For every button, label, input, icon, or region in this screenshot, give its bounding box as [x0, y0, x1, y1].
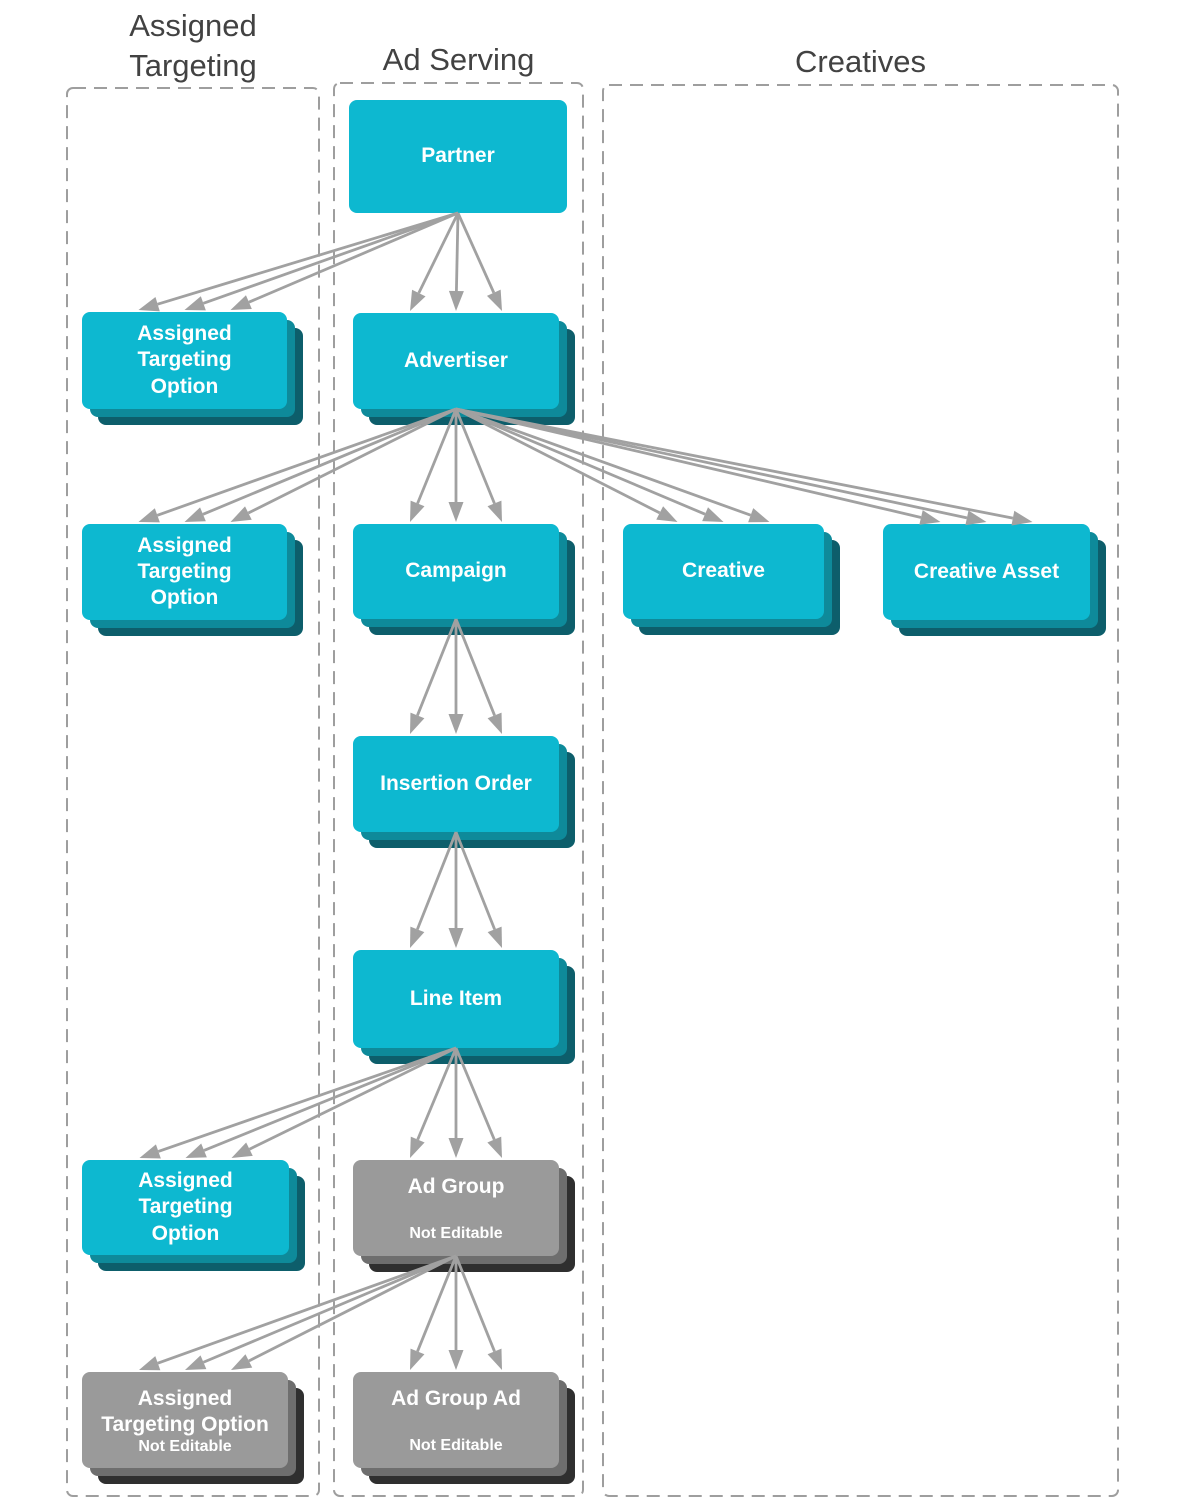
node-label: Insertion Order — [380, 771, 532, 795]
node-face: Assigned Targeting Option — [82, 524, 287, 620]
node-label: Assigned Targeting Option — [101, 1387, 269, 1437]
node-creative-asset: Creative Asset — [883, 524, 1106, 636]
node-face: Assigned Targeting Option — [82, 312, 287, 409]
node-label: Assigned Targeting Option — [138, 1169, 233, 1245]
node-label: Assigned Targeting Option — [137, 533, 232, 610]
node-partner: Partner — [349, 100, 567, 213]
node-advertiser: Advertiser — [353, 313, 575, 425]
node-face: Assigned Targeting Option — [82, 1160, 289, 1255]
node-ato-line-item: Assigned Targeting Option — [82, 1160, 305, 1271]
node-insertion-order: Insertion Order — [353, 736, 575, 848]
node-label: Partner — [421, 144, 495, 168]
node-face: Creative Asset — [883, 524, 1090, 620]
node-label: Advertiser — [404, 348, 508, 372]
node-sublabel: Not Editable — [409, 1225, 503, 1242]
node-face: Campaign — [353, 524, 559, 619]
node-face: Ad Group Ad Not Editable — [353, 1372, 559, 1468]
node-sublabel: Not Editable — [138, 1438, 232, 1456]
node-sublabel: Not Editable — [409, 1437, 503, 1454]
node-campaign: Campaign — [353, 524, 575, 635]
node-label: Campaign — [405, 559, 507, 583]
node-ato-partner: Assigned Targeting Option — [82, 312, 303, 425]
column-header-creatives: Creatives — [795, 44, 926, 79]
node-ad-group-ad: Ad Group Ad Not Editable — [353, 1372, 575, 1484]
column-header-ad-serving: Ad Serving — [382, 42, 535, 77]
node-label: Ad Group — [407, 1175, 505, 1198]
node-face: Partner — [349, 100, 567, 213]
node-label: Ad Group Ad — [391, 1387, 521, 1410]
node-face: Creative — [623, 524, 824, 619]
column-header-assigned-targeting: Assigned Targeting — [129, 8, 257, 84]
node-creative: Creative — [623, 524, 840, 635]
node-label: Assigned Targeting Option — [137, 322, 232, 398]
node-line-item: Line Item — [353, 950, 575, 1064]
node-face: Insertion Order — [353, 736, 559, 832]
node-face: Advertiser — [353, 313, 559, 409]
node-face: Line Item — [353, 950, 559, 1048]
node-label: Creative Asset — [913, 559, 1060, 583]
node-label: Line Item — [409, 986, 503, 1010]
node-ato-advertiser: Assigned Targeting Option — [82, 524, 303, 636]
node-label: Creative — [682, 559, 765, 583]
